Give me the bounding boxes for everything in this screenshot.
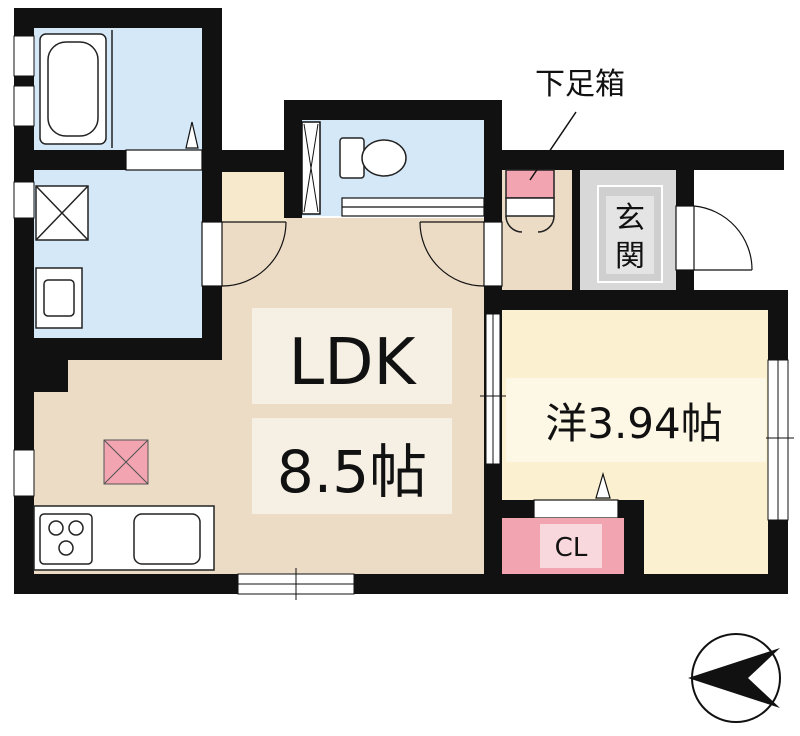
entrance-label-line2: 関 — [615, 239, 645, 274]
ldk-size-label: 8.5帖 — [277, 438, 427, 506]
doors — [125, 121, 753, 519]
sink-icon — [133, 513, 201, 565]
windows — [13, 35, 794, 600]
closet-label: CL — [555, 533, 588, 563]
label-plates — [252, 196, 766, 568]
ldk-label: LDK — [289, 326, 418, 400]
hall-floor — [222, 172, 286, 222]
stove-icon — [39, 513, 93, 565]
western-room-label: 洋3.94帖 — [545, 399, 723, 448]
shoe-box-leader-line — [529, 111, 577, 181]
compass-arrow-icon — [688, 633, 781, 723]
entrance-label-line1: 玄 — [615, 201, 645, 236]
toilet-icon — [339, 137, 365, 179]
shoe-box-fixture — [505, 169, 555, 199]
shoe-box-label: 下足箱 — [535, 67, 625, 102]
